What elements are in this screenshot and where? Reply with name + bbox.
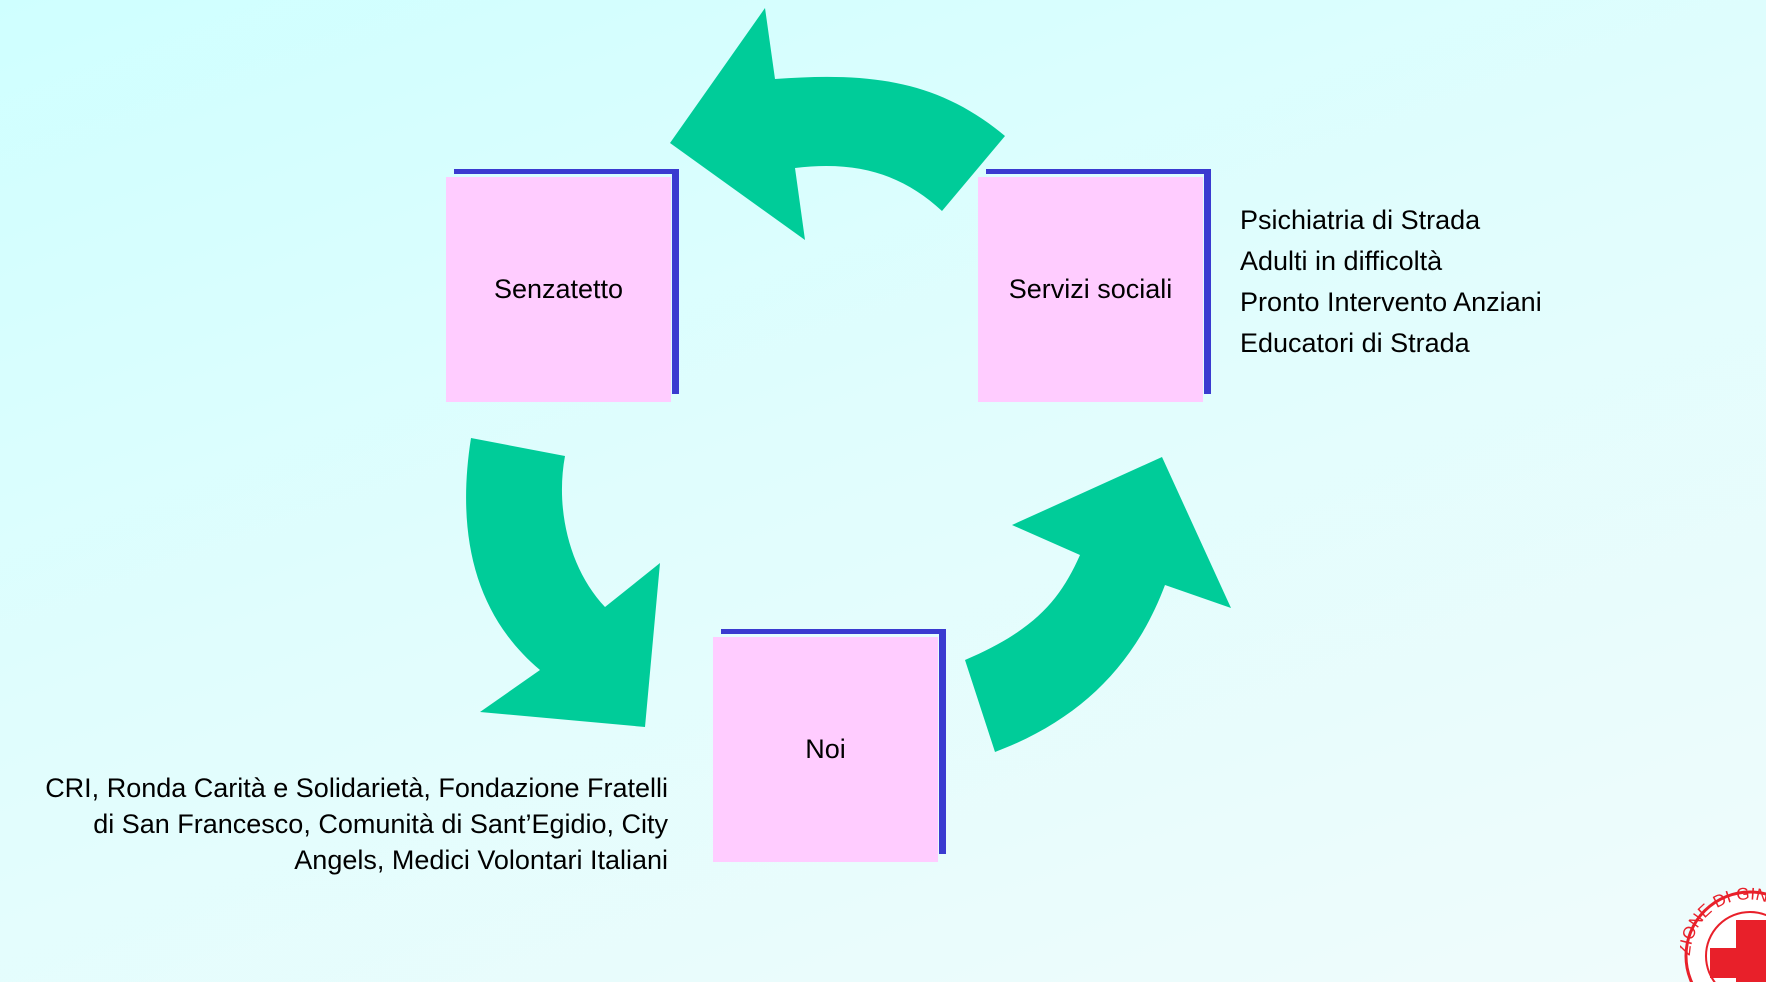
node-senzatetto-label: Senzatetto [446, 177, 671, 402]
list-item: Psichiatria di Strada [1240, 205, 1481, 235]
node-senzatetto: Senzatetto [446, 169, 679, 402]
node-shadow [454, 169, 679, 394]
servizi-list: Psichiatria di Strada Adulti in difficol… [1240, 200, 1542, 364]
partners-line: CRI, Ronda Carità e Solidarietà, Fondazi… [45, 773, 668, 803]
node-servizi-sociali: Servizi sociali [978, 169, 1211, 402]
arrow-noi-to-servizi [965, 457, 1231, 752]
partners-line: Angels, Medici Volontari Italiani [294, 845, 668, 875]
node-shadow [721, 629, 946, 854]
partners-text: CRI, Ronda Carità e Solidarietà, Fondazi… [8, 770, 668, 878]
node-noi: Noi [713, 629, 946, 862]
arrow-senzatetto-to-noi [466, 438, 660, 727]
list-item: Pronto Intervento Anziani [1240, 287, 1542, 317]
arrow-servizi-to-senzatetto [670, 8, 1005, 240]
list-item: Adulti in difficoltà [1240, 246, 1443, 276]
node-noi-label: Noi [713, 637, 938, 862]
red-cross-logo: ZIONE DI GINEVRA [1680, 886, 1766, 982]
node-shadow [986, 169, 1211, 394]
node-servizi-sociali-label: Servizi sociali [978, 177, 1203, 402]
list-item: Educatori di Strada [1240, 328, 1470, 358]
partners-line: di San Francesco, Comunità di Sant’Egidi… [93, 809, 668, 839]
